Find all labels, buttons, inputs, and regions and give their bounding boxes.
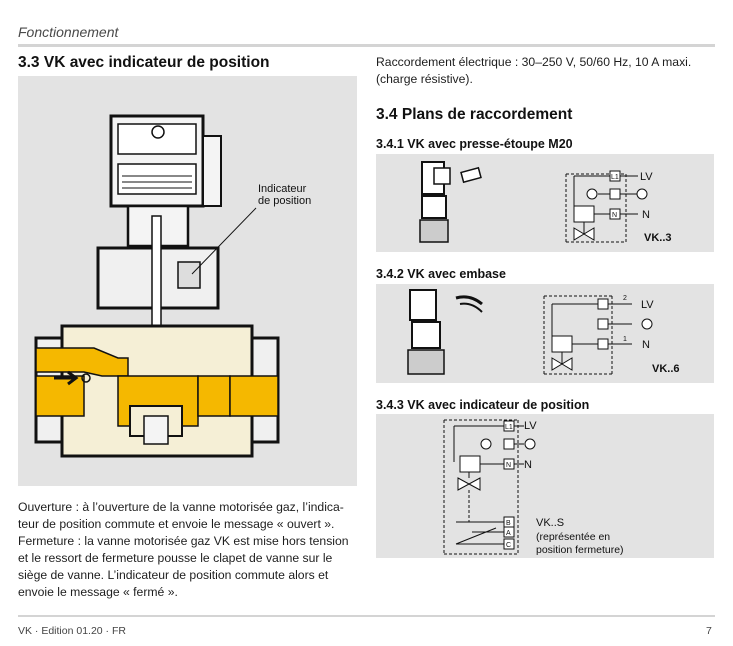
section-title: Fonctionnement (18, 24, 119, 40)
callout-position-indicator-1: Indicateur (258, 183, 307, 195)
label-neutral: N (642, 209, 650, 221)
label-live: LV (524, 420, 537, 432)
valve-cutaway-drawing: Indicateur de position (34, 114, 311, 458)
footer-divider (18, 615, 715, 617)
label-neutral: N (524, 459, 532, 471)
terminal-2: 2 (623, 295, 627, 302)
section-heading-3-3: 3.3 VK avec indicateur de position (18, 54, 270, 71)
opening-description: Ouverture : à l’ouverture de la vanne mo… (18, 500, 344, 531)
note-line-1: (représentée en (536, 531, 610, 543)
terminal-c: C (506, 542, 511, 549)
subsection-heading-3-4-1: 3.4.1 VK avec presse-étoupe M20 (376, 137, 573, 151)
terminal-l1: L1 (611, 174, 619, 181)
earth-icon (636, 188, 648, 200)
edition-info: VK · Edition 01.20 · FR (18, 625, 126, 637)
terminal-l1: L1 (505, 424, 513, 431)
header-divider (18, 44, 715, 47)
wiring-diagram-m20-drawing: L1 N LV N VK..3 (419, 161, 672, 244)
note-line-2: position fermeture) (536, 544, 624, 556)
earth-icon (586, 188, 598, 200)
label-live: LV (640, 171, 653, 183)
valve-cutaway-figure: Indicateur de position (18, 76, 357, 486)
label-live: LV (641, 299, 654, 311)
wiring-diagram-position-indicator: L1 N B A C LV N VK..S (représentée en po… (376, 414, 714, 558)
label-neutral: N (642, 339, 650, 351)
terminal-n: N (506, 462, 511, 469)
earth-icon (480, 438, 492, 450)
earth-icon (641, 318, 653, 330)
electrical-rating: Raccordement électrique : 30–250 V, 50/6… (376, 55, 692, 86)
terminal-a: A (506, 530, 511, 537)
cable-gland-icon (419, 161, 482, 243)
plug-icon (407, 289, 483, 375)
model-vks: VK..S (536, 517, 564, 529)
closing-description: Fermeture : la vanne motorisée gaz VK es… (18, 534, 349, 599)
model-vk3: VK..3 (644, 232, 672, 244)
wiring-diagram-embase-drawing: 2 1 LV N VK..6 (407, 289, 680, 375)
earth-icon (524, 438, 536, 450)
callout-position-indicator-2: de position (258, 195, 311, 207)
section-heading-3-4: 3.4 Plans de raccordement (376, 106, 573, 123)
terminal-b: B (506, 520, 511, 527)
wiring-diagram-position-indicator-drawing: L1 N B A C LV N VK..S (représentée en po… (443, 419, 624, 556)
terminal-1: 1 (623, 336, 627, 343)
wiring-diagram-embase: 2 1 LV N VK..6 (376, 284, 714, 383)
subsection-heading-3-4-2: 3.4.2 VK avec embase (376, 267, 506, 281)
page-number: 7 (706, 625, 712, 637)
terminal-n: N (612, 212, 617, 219)
model-vk6: VK..6 (652, 363, 680, 375)
subsection-heading-3-4-3: 3.4.3 VK avec indicateur de position (376, 398, 590, 412)
wiring-diagram-m20: L1 N LV N VK..3 (376, 154, 714, 252)
